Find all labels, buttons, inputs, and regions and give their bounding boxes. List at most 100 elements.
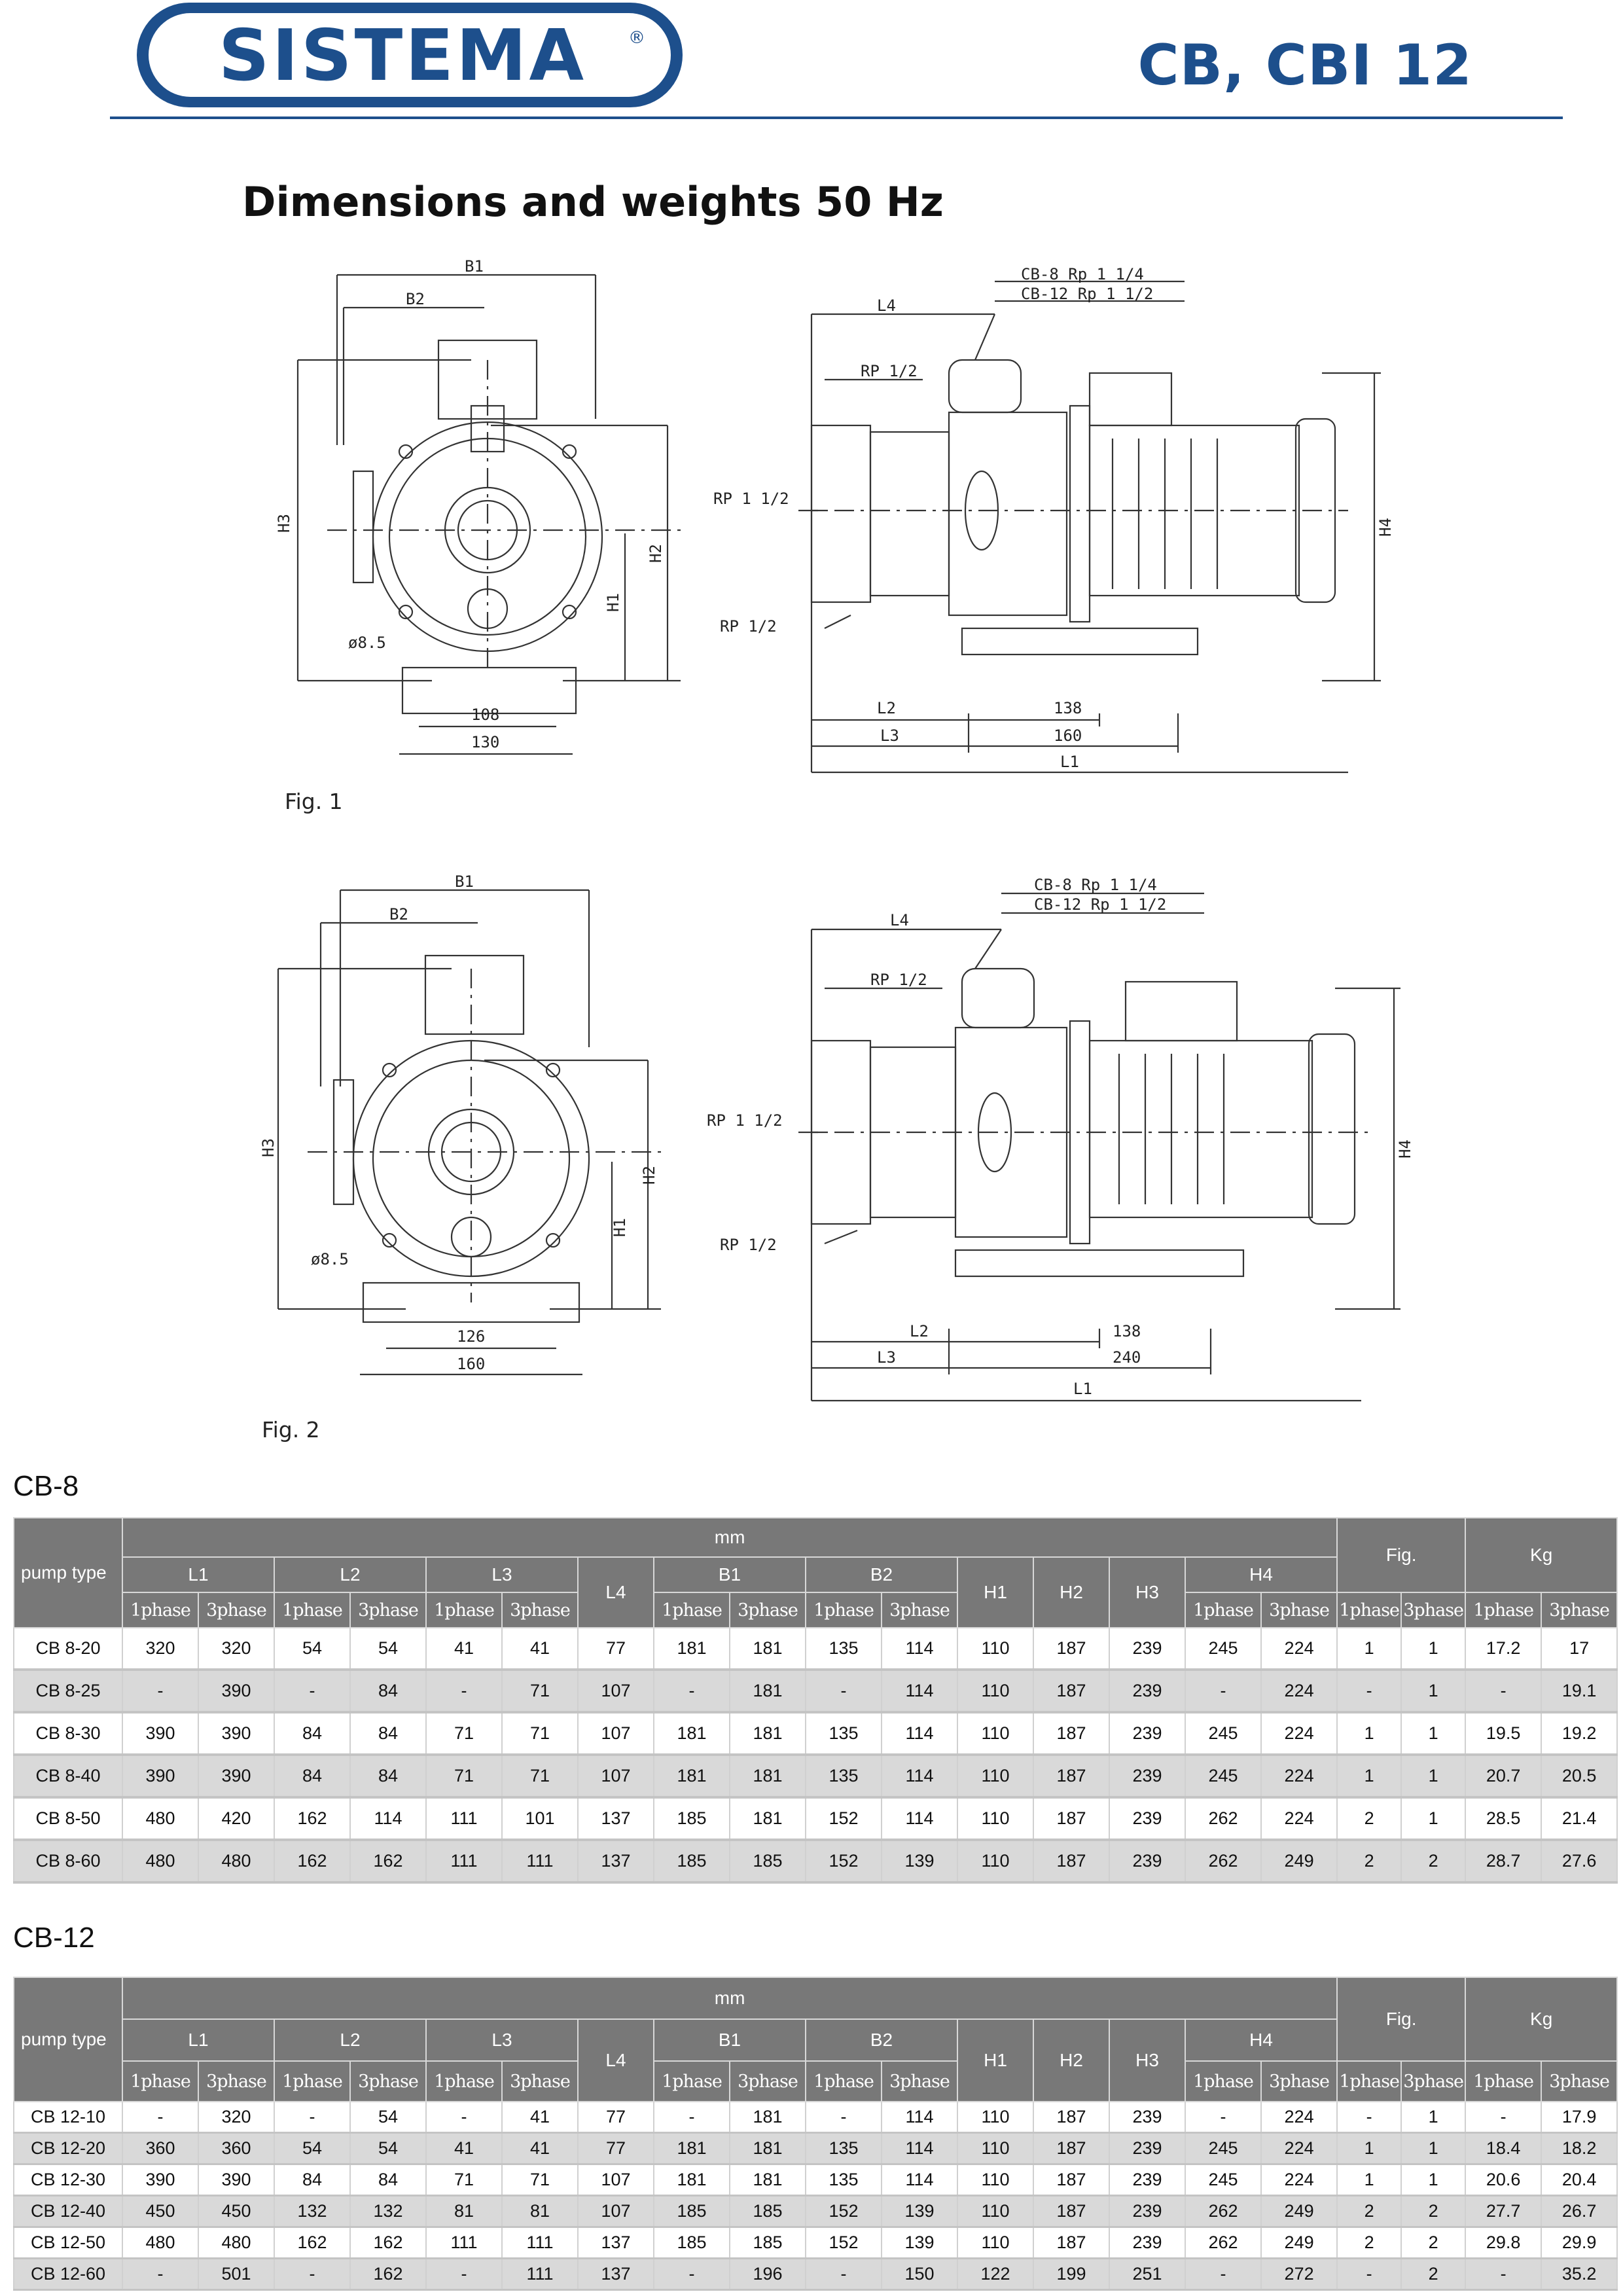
- table-cell: 84: [274, 1755, 351, 1799]
- table-cell: 54: [349, 2132, 427, 2165]
- table-cell: 390: [198, 2164, 275, 2197]
- table-cell: 185: [653, 2195, 730, 2228]
- table-cell: 114: [881, 1797, 958, 1841]
- table-cell: -: [653, 1670, 730, 1713]
- fig1-front-b1: B1: [465, 257, 484, 276]
- fig2-side-conn-cb8: CB-8 Rp 1 1/4: [1034, 876, 1157, 894]
- fig1-side-view: L4 CB-8 Rp 1 1/4 CB-12 Rp 1 1/2 RP 1/2 R…: [707, 262, 1427, 779]
- table-cell: 71: [501, 1755, 579, 1799]
- table-cell: -: [653, 2258, 730, 2291]
- fig2-side-view: L4 CB-8 Rp 1 1/4 CB-12 Rp 1 1/2 RP 1/2 R…: [694, 870, 1440, 1407]
- fig1-front-h3: H3: [275, 514, 293, 533]
- table-cell: 1: [1400, 2164, 1467, 2197]
- header-phase: 1phase: [1336, 2060, 1402, 2102]
- table-cell: 114: [881, 2164, 958, 2197]
- fig1-front-b2: B2: [406, 290, 425, 308]
- table-cell: 224: [1260, 1797, 1338, 1841]
- pump-type-cell: CB 8-60: [13, 1840, 123, 1884]
- logo-text: SISTEMA: [219, 15, 586, 97]
- table-cell: 111: [425, 2227, 503, 2259]
- header-b2: B2: [805, 2018, 958, 2062]
- table-cell: 181: [729, 1670, 806, 1713]
- table-cell: 2: [1336, 1797, 1402, 1841]
- table-cell: 245: [1185, 2132, 1262, 2165]
- pump-type-cell: CB 8-20: [13, 1628, 123, 1671]
- table-cell: 1: [1400, 1712, 1467, 1756]
- table-cell: 110: [957, 2195, 1034, 2228]
- table-cell: 139: [881, 1840, 958, 1884]
- table-cell: 107: [577, 2195, 654, 2228]
- sistema-logo: SISTEMA ®: [134, 0, 685, 110]
- fig2-front-h3: H3: [259, 1138, 277, 1157]
- table-cell: 390: [122, 1712, 199, 1756]
- header-phase: 3phase: [1541, 1592, 1618, 1628]
- table-cell: 2: [1336, 1840, 1402, 1884]
- header-phase: 1phase: [122, 1592, 199, 1628]
- table-cell: 2: [1336, 2195, 1402, 2228]
- table-cell: 150: [881, 2258, 958, 2291]
- table-cell: 71: [425, 2164, 503, 2197]
- table-cell: 139: [881, 2195, 958, 2228]
- logo-graphic: SISTEMA ®: [137, 3, 683, 107]
- table-cell: 181: [729, 1755, 806, 1799]
- table-cell: 114: [881, 2132, 958, 2165]
- header-pump-type: pump type: [13, 1517, 123, 1628]
- table-cell: 390: [198, 1712, 275, 1756]
- fig2-side-rp-top: RP 1/2: [870, 971, 927, 989]
- table-cell: 17.9: [1541, 2102, 1618, 2134]
- pump-type-cell: CB 12-50: [13, 2227, 123, 2259]
- header-l3: L3: [425, 1556, 579, 1593]
- fig2-side-dim-a: 138: [1113, 1322, 1141, 1340]
- table-cell: 162: [274, 1840, 351, 1884]
- table-cell: 187: [1033, 1755, 1110, 1799]
- fig1-front-base-outer: 130: [471, 733, 499, 751]
- table-cell: 320: [122, 1628, 199, 1671]
- fig1-side-rp-top: RP 1/2: [861, 362, 918, 380]
- header-phase: 1phase: [274, 2060, 351, 2102]
- table-cell: 84: [349, 1755, 427, 1799]
- table-cell: 420: [198, 1797, 275, 1841]
- table-cell: 272: [1260, 2258, 1338, 2291]
- table-cell: 77: [577, 1628, 654, 1671]
- table-cell: -: [805, 2258, 882, 2291]
- table-cell: 28.5: [1465, 1797, 1543, 1841]
- fig1-side-conn-cb12: CB-12 Rp 1 1/2: [1021, 285, 1153, 303]
- cb12-spec-table: pump type mm Fig. Kg L1 L2 L3 L4 B1 B2 H…: [13, 1977, 1618, 2291]
- table-cell: 181: [729, 2102, 806, 2134]
- fig1-front-h1: H1: [604, 593, 622, 612]
- table-cell: -: [274, 1670, 351, 1713]
- fig2-side-dim-b: 240: [1113, 1348, 1141, 1367]
- table-cell: 114: [349, 1797, 427, 1841]
- table-cell: 2: [1400, 1840, 1467, 1884]
- table-cell: 137: [577, 1840, 654, 1884]
- table-title-cb8: CB-8: [13, 1470, 79, 1502]
- table-cell: 162: [274, 1797, 351, 1841]
- table-cell: -: [425, 2258, 503, 2291]
- header-phase: 3phase: [1260, 1592, 1338, 1628]
- table-cell: 185: [653, 2227, 730, 2259]
- fig2-front-base-outer: 160: [457, 1355, 485, 1373]
- table-cell: 239: [1109, 2227, 1186, 2259]
- table-cell: 224: [1260, 2132, 1338, 2165]
- table-cell: 137: [577, 2227, 654, 2259]
- registered-mark: ®: [628, 28, 645, 48]
- table-cell: 110: [957, 1797, 1034, 1841]
- header-h2: H2: [1033, 2018, 1110, 2102]
- table-cell: 1: [1400, 1628, 1467, 1671]
- table-cell: 71: [425, 1755, 503, 1799]
- fig2-side-l4: L4: [890, 911, 909, 929]
- table-cell: 35.2: [1541, 2258, 1618, 2291]
- table-cell: 224: [1260, 1755, 1338, 1799]
- table-cell: 111: [425, 1840, 503, 1884]
- table-cell: 239: [1109, 2102, 1186, 2134]
- table-cell: 18.4: [1465, 2132, 1543, 2165]
- header-l4: L4: [577, 2018, 654, 2102]
- table-cell: 181: [729, 1628, 806, 1671]
- header-phase: 1phase: [274, 1592, 351, 1628]
- table-cell: 245: [1185, 1755, 1262, 1799]
- table-cell: 480: [122, 1840, 199, 1884]
- table-cell: 111: [501, 2258, 579, 2291]
- table-cell: 41: [425, 2132, 503, 2165]
